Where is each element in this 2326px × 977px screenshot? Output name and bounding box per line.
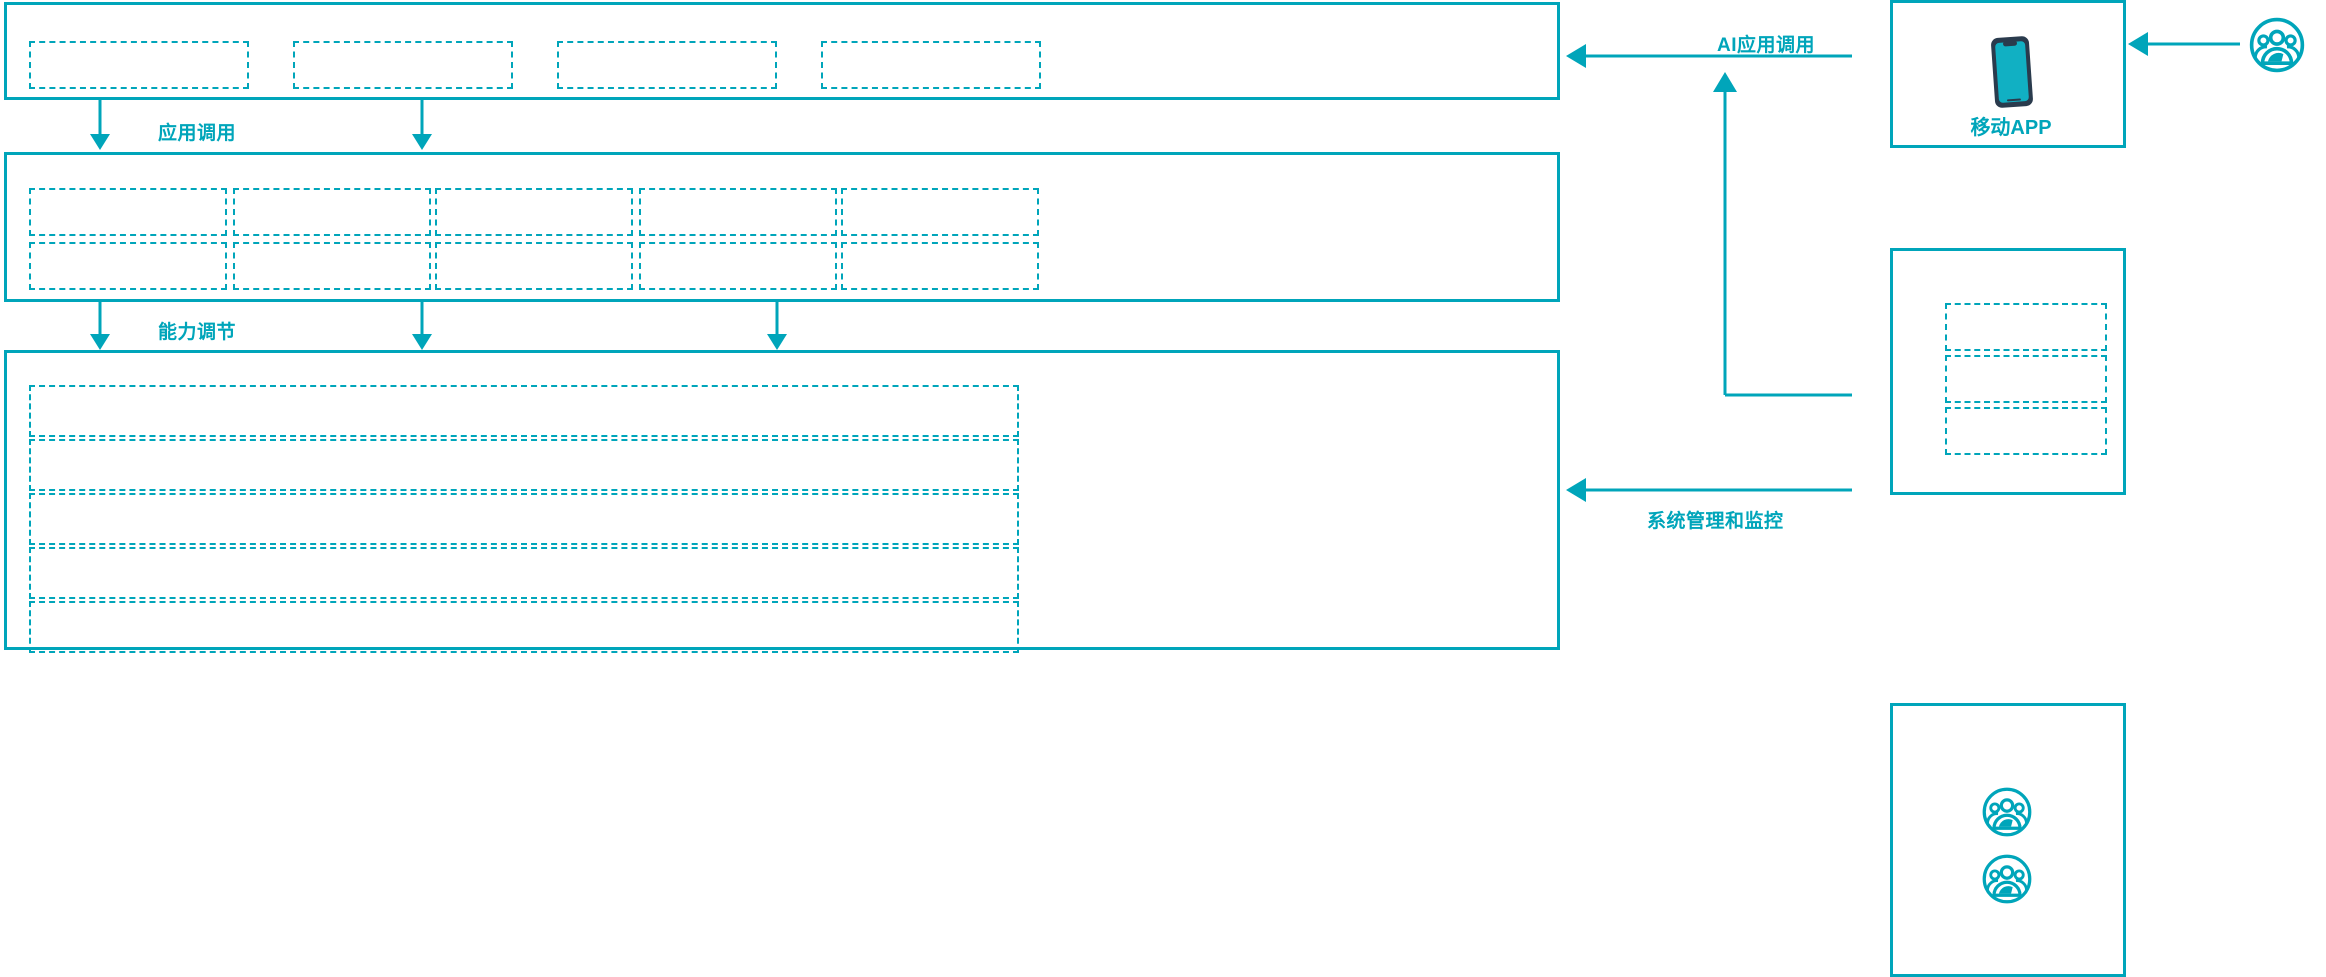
terminal-slot[interactable] [1945,303,2107,351]
capability-adjust-arrow-right [767,302,787,350]
capability-slot[interactable] [639,188,837,236]
external-user-to-app-arrow [2128,32,2240,56]
capability-slot[interactable] [29,188,227,236]
platform-slot[interactable] [29,547,1019,599]
application-layer[interactable] [4,2,1560,100]
platform-slot[interactable] [29,439,1019,491]
users-icon [1981,853,2033,905]
application-slot[interactable] [29,41,249,89]
platform-slot[interactable] [29,493,1019,545]
mobile-app-caption: 移动APP [1970,117,2052,139]
capability-slot[interactable] [29,242,227,290]
capability-slot[interactable] [841,188,1039,236]
application-slot[interactable] [293,41,513,89]
mobile-app-panel[interactable]: 移动APP [1890,0,2126,148]
platform-slot[interactable] [29,601,1019,653]
capability-slot[interactable] [639,242,837,290]
capability-adjust-arrow-left [90,302,110,350]
app-call-arrow-left [90,100,110,150]
users-icon [2248,16,2306,74]
ops-panel[interactable] [1890,703,2126,977]
system-monitor-label: 系统管理和监控 [1647,511,1784,532]
capability-slot[interactable] [233,242,431,290]
capability-layer[interactable] [4,152,1560,302]
app-call-label: 应用调用 [158,123,237,144]
capability-slot[interactable] [841,242,1039,290]
capability-slot[interactable] [233,188,431,236]
users-icon [1981,786,2033,838]
platform-slot[interactable] [29,385,1019,437]
ai-app-call-connector [1566,44,1852,397]
capability-adjust-arrow-middle [412,302,432,350]
terminal-panel[interactable] [1890,248,2126,495]
app-call-arrow-right [412,100,432,150]
terminal-slot[interactable] [1945,407,2107,455]
application-slot[interactable] [557,41,777,89]
capability-slot[interactable] [435,242,633,290]
application-slot[interactable] [821,41,1041,89]
capability-adjust-label: 能力调节 [158,322,237,343]
mobile-phone-icon [1981,31,2043,113]
platform-layer[interactable] [4,350,1560,653]
capability-slot[interactable] [435,188,633,236]
terminal-slot[interactable] [1945,355,2107,403]
ai-app-call-label: AI应用调用 [1717,35,1816,56]
